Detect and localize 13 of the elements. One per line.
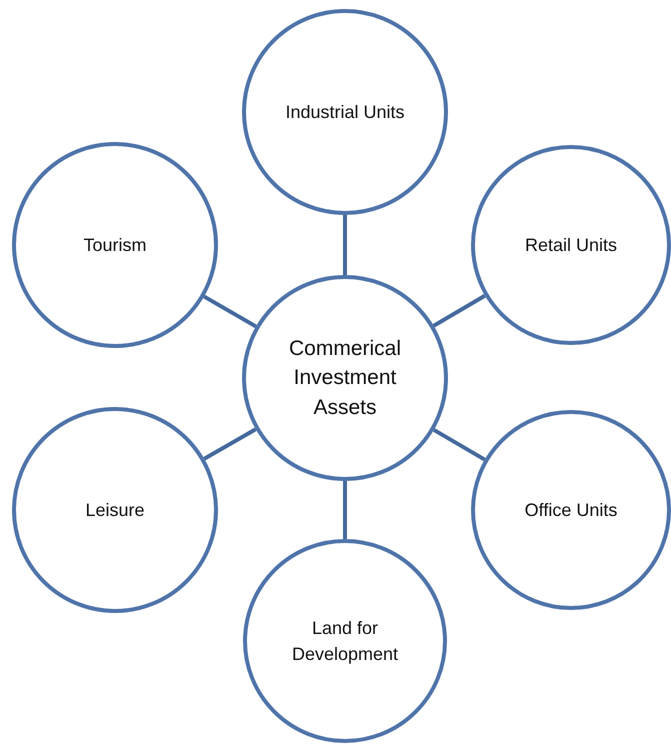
connector-line [203,428,257,460]
connector-line [343,481,347,539]
node-label: Leisure [85,498,145,522]
connector-line [343,215,347,275]
connector-line [432,294,486,328]
node-label: Industrial Units [285,100,405,124]
node-label: Commerical Investment Assets [288,336,402,421]
connector-line [432,428,486,462]
connector-line [203,294,257,328]
node-label: Land for Development [290,616,400,666]
node-label: Tourism [83,234,146,257]
node-label: Retail Units [524,234,618,257]
node-label: Office Units [524,498,618,522]
